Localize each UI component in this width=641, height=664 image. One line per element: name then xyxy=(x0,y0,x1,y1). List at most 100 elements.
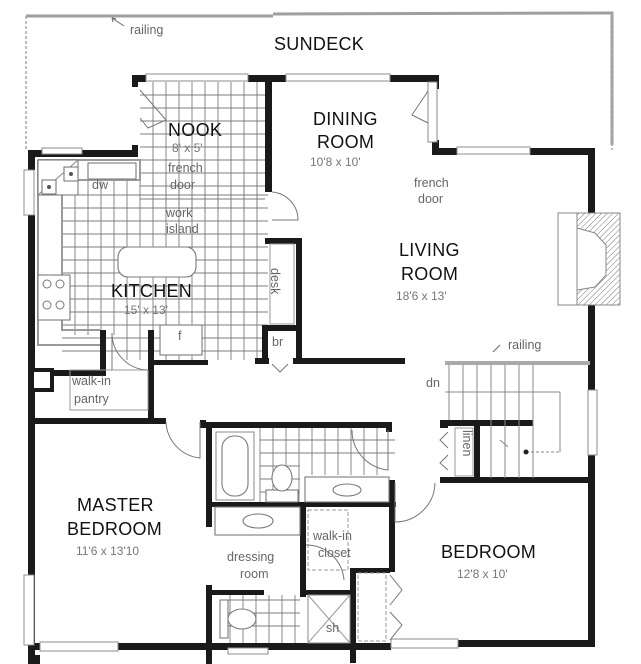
sink-icon-2 xyxy=(242,513,274,529)
wall xyxy=(28,655,40,664)
room-name-dining-1: DINING xyxy=(313,109,378,129)
work-island xyxy=(117,246,197,278)
walls xyxy=(28,75,595,664)
wall xyxy=(588,480,595,647)
wall xyxy=(588,305,595,390)
wall xyxy=(132,75,146,82)
window-bath xyxy=(227,647,269,655)
wall xyxy=(300,590,355,595)
pantry-label-2: pantry xyxy=(74,392,109,406)
door-swing-master xyxy=(165,421,201,459)
room-name-bedroom: BEDROOM xyxy=(441,542,536,562)
railing-arrow-icon xyxy=(111,17,117,23)
railing-arrow-icon-2 xyxy=(492,344,501,353)
room-name-dining-2: ROOM xyxy=(317,132,374,152)
toilet-icon-2 xyxy=(227,608,257,630)
wall xyxy=(103,150,138,157)
door-swing-closet xyxy=(305,544,345,581)
pantry-shelves xyxy=(69,369,149,411)
wall xyxy=(28,150,35,170)
french-door-dining-icon xyxy=(411,84,433,126)
wall xyxy=(440,420,448,428)
room-size-nook: 8' x 5' xyxy=(172,141,203,155)
master-bath-fixtures xyxy=(214,428,395,644)
wall xyxy=(432,148,457,155)
wall xyxy=(206,502,396,507)
wall xyxy=(265,238,300,244)
wall xyxy=(28,418,166,424)
wall xyxy=(206,643,391,650)
doors xyxy=(111,81,438,641)
dining-french-door-label-2: door xyxy=(418,192,443,206)
room-size-kitchen: 15' x 13' xyxy=(124,303,168,317)
wall xyxy=(206,590,264,595)
toilet-icon xyxy=(271,464,293,492)
wall xyxy=(440,477,595,483)
wall xyxy=(28,643,40,650)
door-swing-bath xyxy=(351,429,389,471)
wall xyxy=(28,215,35,664)
wall xyxy=(390,75,438,82)
wall xyxy=(28,370,106,376)
room-name-kitchen: KITCHEN xyxy=(111,281,192,301)
wall xyxy=(262,325,298,331)
wall xyxy=(474,425,480,483)
room-size-living: 18'6 x 13' xyxy=(396,289,447,303)
work-island-label-2: island xyxy=(166,222,199,236)
wall xyxy=(458,640,593,647)
nook-french-door-label-2: door xyxy=(170,178,195,192)
room-name-master-1: MASTER xyxy=(77,495,154,515)
sundeck xyxy=(25,11,614,150)
wall xyxy=(350,568,390,573)
linen-label: linen xyxy=(460,430,474,456)
closet-label-2: closet xyxy=(318,546,351,560)
wall xyxy=(386,422,392,432)
dining-french-door-label-1: french xyxy=(414,176,449,190)
closet-rod xyxy=(307,509,349,571)
sink-icon xyxy=(332,483,362,497)
pantry-column xyxy=(30,368,54,392)
wall xyxy=(300,505,306,597)
toilet-tank-icon-2 xyxy=(219,599,229,639)
wall xyxy=(255,358,269,364)
linen-closet xyxy=(454,427,474,477)
room-name-living-1: LIVING xyxy=(399,240,460,260)
wall xyxy=(530,148,592,155)
window-nook xyxy=(145,73,249,82)
closet-label-1: walk-in xyxy=(312,529,352,543)
room-size-bedroom: 12'8 x 10' xyxy=(457,567,508,581)
dishwasher-label: dw xyxy=(92,178,109,192)
wall xyxy=(132,75,138,87)
wall xyxy=(206,422,212,527)
pantry-label-1: walk-in xyxy=(71,374,111,388)
room-name-living-2: ROOM xyxy=(401,264,458,284)
wall xyxy=(248,75,286,82)
window-stair xyxy=(587,389,598,456)
staircase xyxy=(439,344,590,478)
railing-label-stair: railing xyxy=(508,338,541,352)
french-door-nook-icon xyxy=(139,89,167,129)
door-swing-bedroom xyxy=(394,482,436,523)
fridge xyxy=(159,324,203,356)
wall xyxy=(350,568,356,663)
railing-label-top: railing xyxy=(130,23,163,37)
windows xyxy=(23,73,598,655)
wall xyxy=(148,360,208,365)
window-kitchen-top xyxy=(41,147,83,155)
dishwasher-icon xyxy=(87,162,137,180)
window-living-top xyxy=(456,146,531,155)
bedroom-closet-bifold-icon xyxy=(389,574,403,641)
work-island-label-1: work xyxy=(165,206,193,220)
door-swing-pantry xyxy=(111,332,149,371)
dressing-label-1: dressing xyxy=(227,550,274,564)
window-kitchen xyxy=(23,169,35,216)
shower-label: sh xyxy=(326,621,339,635)
window-bedroom xyxy=(390,638,459,649)
broom-closet-label: br xyxy=(272,335,283,349)
window-dining xyxy=(285,73,391,82)
wall xyxy=(389,480,395,572)
fridge-label: f xyxy=(178,329,182,343)
railing-leader xyxy=(111,17,125,27)
door-swing-kitchen xyxy=(271,191,299,221)
